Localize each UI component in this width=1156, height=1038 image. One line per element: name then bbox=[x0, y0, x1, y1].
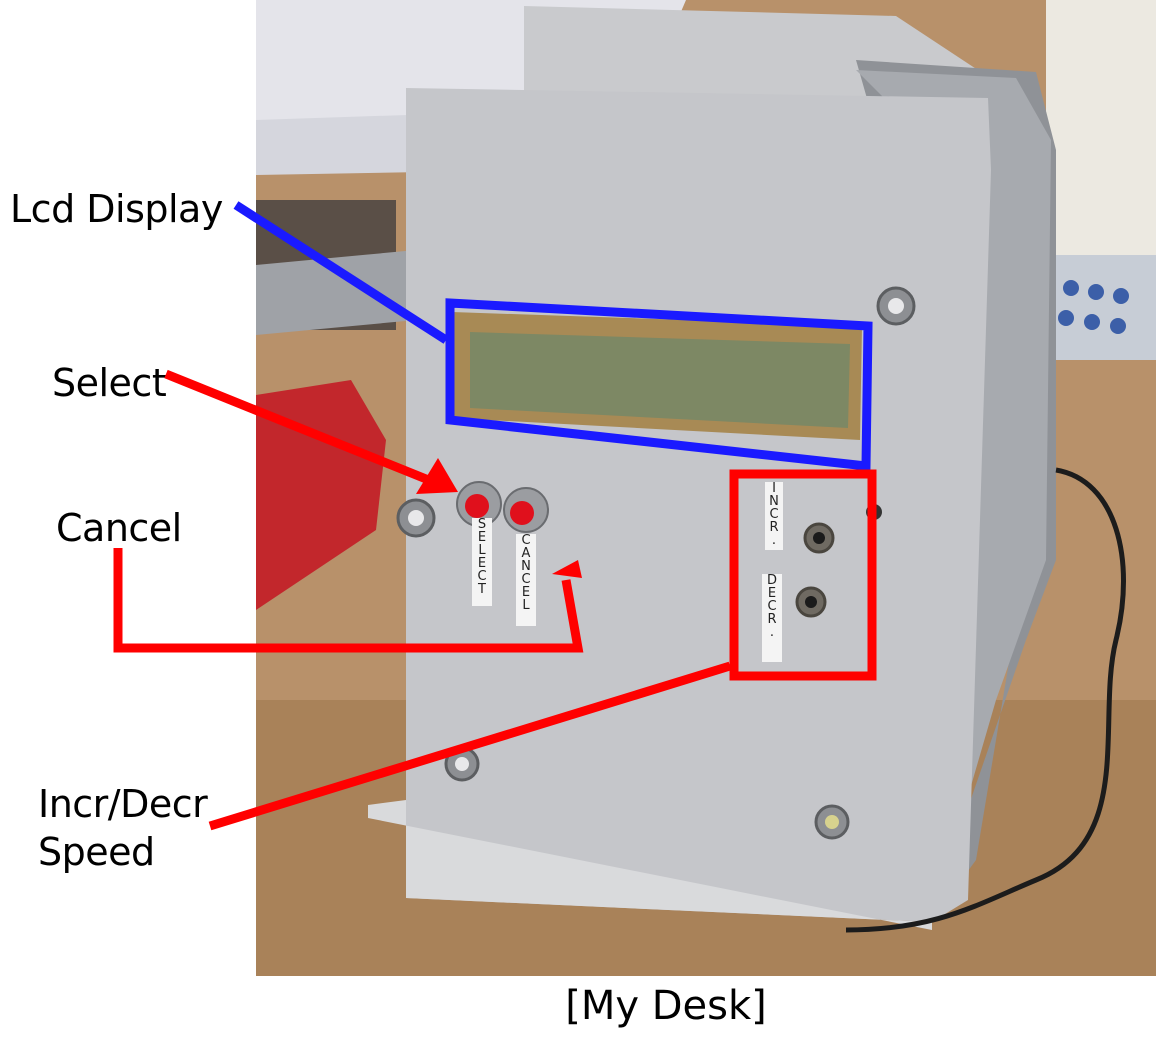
speed-callout-line2: Speed bbox=[38, 830, 155, 874]
decr-switch[interactable] bbox=[795, 586, 827, 618]
cable bbox=[845, 467, 1126, 933]
cancel-button[interactable] bbox=[503, 487, 549, 533]
incr-switch[interactable] bbox=[803, 522, 835, 554]
speed-callout-line1: Incr/Decr bbox=[38, 782, 208, 826]
select-button[interactable] bbox=[456, 481, 502, 527]
select-callout-label: Select bbox=[52, 361, 167, 405]
enclosure-side-face bbox=[856, 70, 1051, 920]
speed-callout-label: Incr/Decr Speed bbox=[38, 780, 208, 876]
photo-caption: [My Desk] bbox=[565, 983, 767, 1029]
calculator bbox=[1051, 250, 1156, 360]
panel-base bbox=[368, 800, 932, 930]
lcd-display-callout-label: Lcd Display bbox=[10, 187, 223, 231]
cancel-callout-label: Cancel bbox=[56, 506, 182, 550]
metal-plate bbox=[256, 250, 416, 335]
calculator-keys bbox=[1058, 280, 1129, 334]
side-knob bbox=[866, 504, 882, 520]
graph-paper bbox=[1046, 0, 1156, 255]
